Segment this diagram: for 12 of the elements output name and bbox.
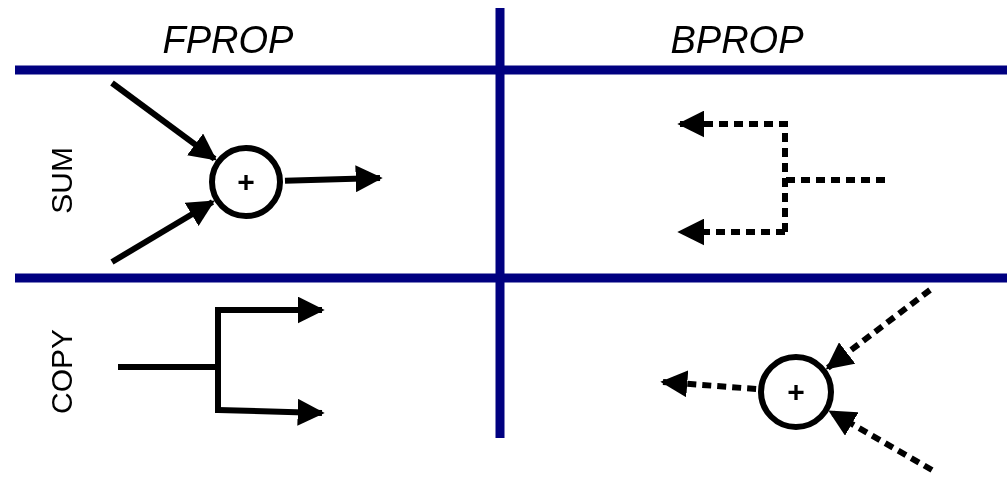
row-header: SUM <box>47 146 77 214</box>
row-header: COPY <box>47 329 77 415</box>
arrow <box>110 199 215 265</box>
column-header: FPROP <box>162 21 294 59</box>
arrow <box>828 409 934 473</box>
arrow <box>284 165 383 193</box>
arrow <box>110 80 217 162</box>
plus-sign: + <box>237 165 255 199</box>
arrow <box>825 287 932 371</box>
column-header: BPROP <box>670 21 804 59</box>
arrow <box>660 370 757 398</box>
plus-sign: + <box>787 375 805 409</box>
